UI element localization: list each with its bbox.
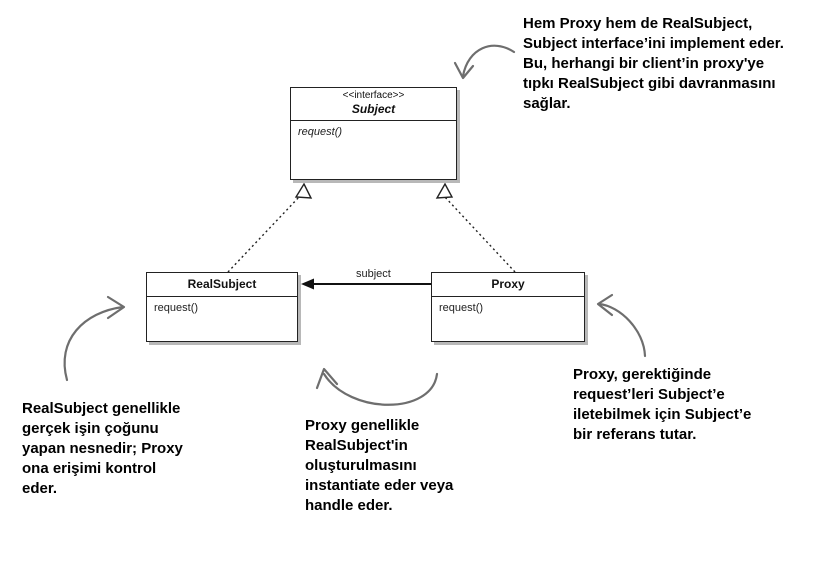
note-bottom-center: Proxy genellikle RealSubject'in oluşturu… [305,417,454,514]
realization-arrowhead-left [294,182,313,199]
note-arrow-bottom-right [597,302,647,358]
subject-interface-box: <<interface>> Subject request() [290,87,457,180]
realsubject-class-box: RealSubject request() [146,272,298,342]
note-arrow-top-right-head [453,61,475,80]
note-arrow-bottom-left [63,305,125,382]
subject-method-request: request() [298,126,343,138]
realsubject-header: RealSubject [147,273,297,297]
note-arrow-bottom-left-head [106,295,126,320]
realsubject-methods: request() [147,297,297,319]
proxy-method-request: request() [439,302,484,314]
note-bottom-right: Proxy, gerektiğinde request’leri Subject… [573,366,752,443]
interface-stereotype: <<interface>> [342,90,405,101]
realization-line-realsubject [227,195,301,273]
note-arrow-bottom-right-head [596,293,614,317]
subject-class-name: Subject [351,102,396,116]
proxy-class-name: Proxy [491,277,525,291]
proxy-methods: request() [432,297,584,319]
subject-interface-header: <<interface>> Subject [291,88,456,121]
note-arrow-bottom-center-head [315,367,339,390]
subject-methods: request() [291,121,456,143]
proxy-class-box: Proxy request() [431,272,585,342]
association-label: subject [356,268,391,280]
note-arrow-bottom-center [322,372,439,406]
realsubject-class-name: RealSubject [187,277,257,291]
association-arrowhead [301,278,314,290]
realization-line-proxy [443,195,516,273]
note-top-right: Hem Proxy hem de RealSubject, Subject in… [523,15,784,112]
note-bottom-left: RealSubject genellikle gerçek işin çoğun… [22,400,183,497]
realsubject-method-request: request() [154,302,199,314]
realization-arrowhead-right [435,182,454,199]
proxy-header: Proxy [432,273,584,297]
note-arrow-top-right [461,44,516,78]
